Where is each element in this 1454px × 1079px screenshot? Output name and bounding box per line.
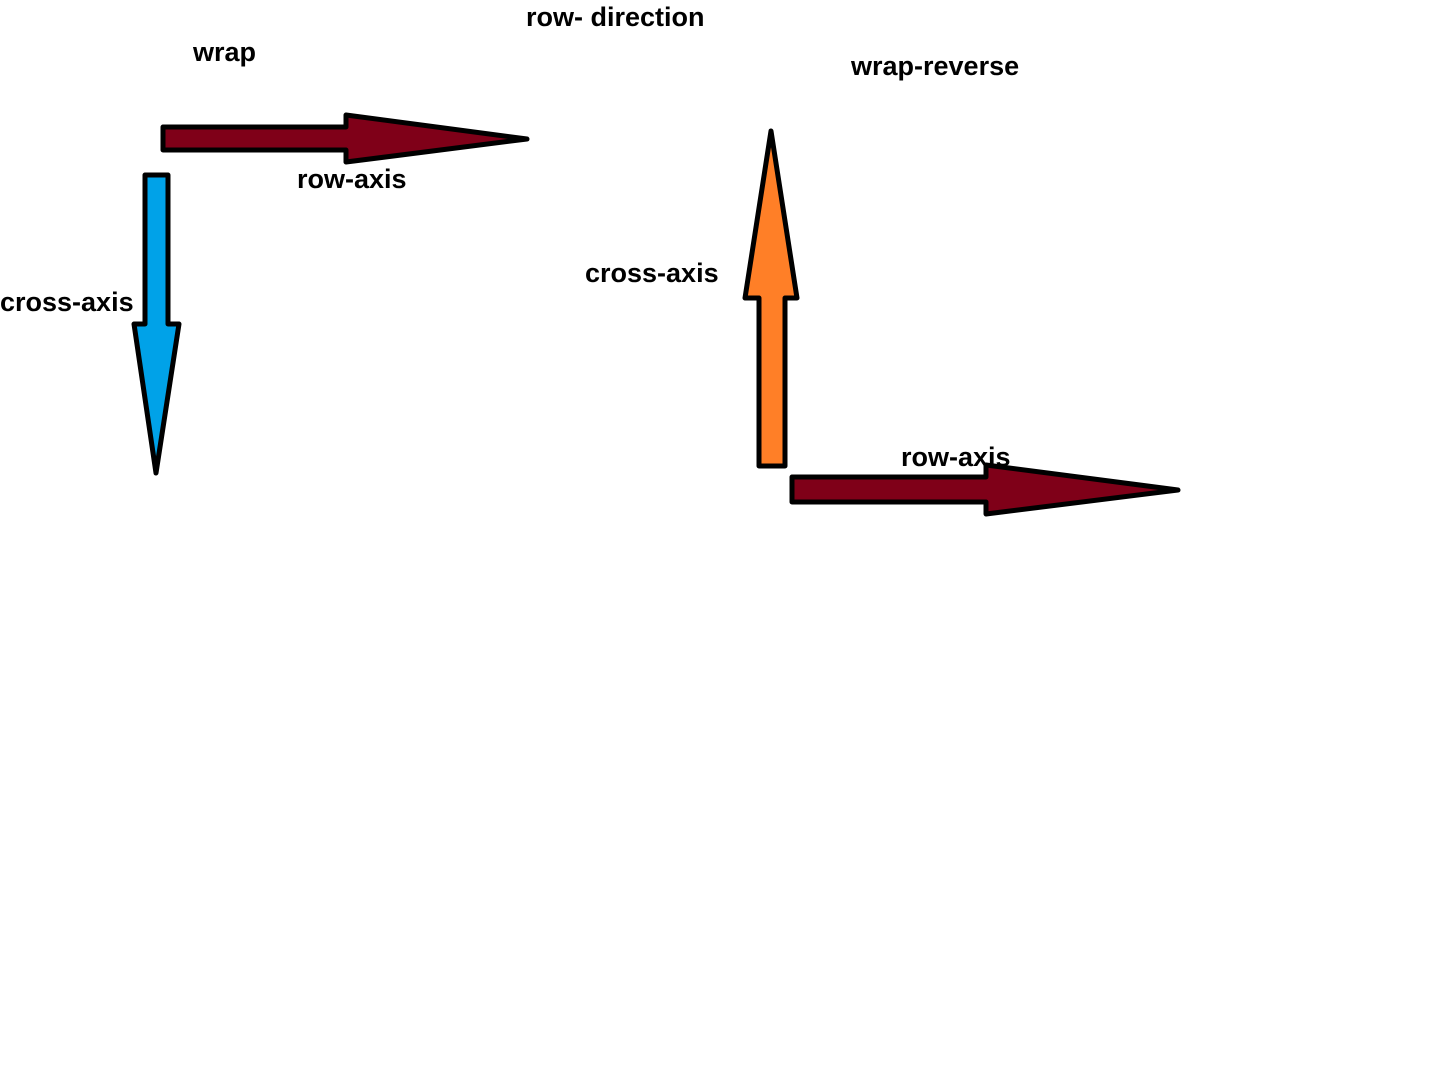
diagram-title: row- direction (526, 2, 705, 32)
row-axis-arrow-wrap-reverse (789, 462, 1181, 517)
cross-axis-label-wrap-reverse: cross-axis (585, 258, 719, 288)
wrap-reverse-label: wrap-reverse (851, 51, 1020, 81)
row-axis-label-wrap: row-axis (297, 164, 407, 194)
row-axis-arrow-wrap (160, 112, 530, 165)
cross-axis-label-wrap: cross-axis (0, 287, 134, 317)
wrap-label: wrap (193, 37, 257, 67)
row-axis-label-wrap-reverse: row-axis (901, 442, 1011, 472)
cross-axis-arrow-wrap (131, 172, 182, 476)
cross-axis-arrow-wrap-reverse (742, 128, 800, 469)
